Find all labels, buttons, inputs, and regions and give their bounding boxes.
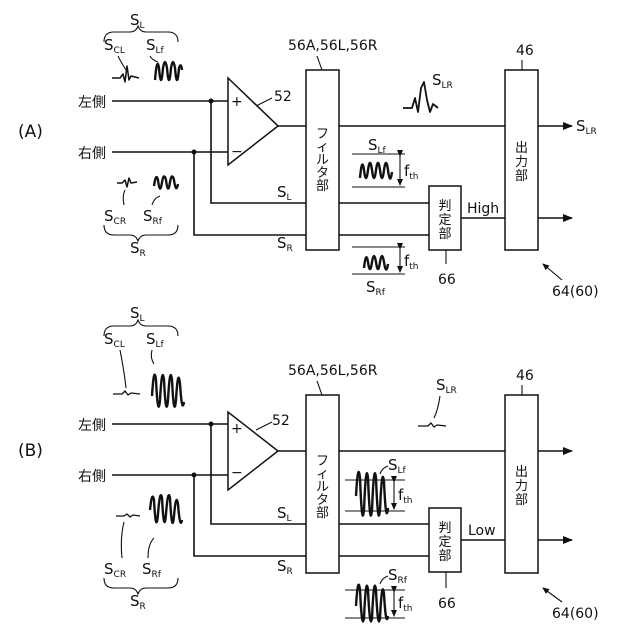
scr-label: SCR xyxy=(104,560,126,580)
filtered-rf-label: SRf xyxy=(366,278,386,298)
sl-wire-label: SL xyxy=(277,504,292,524)
scr-leader xyxy=(123,190,125,205)
panel-a: (A) 左側 右側 + − 52 56A,56L,56R フ ィ ル タ 部 xyxy=(18,11,599,300)
judgment-unit-label-char: 判 xyxy=(438,199,451,214)
judgment-unit-label-char: 定 xyxy=(438,535,451,550)
sr-group-label: SR xyxy=(130,592,146,612)
plus-sign: + xyxy=(231,421,243,437)
sr-wire-label: SR xyxy=(277,234,293,254)
slf-label: SLf xyxy=(146,330,165,350)
panel-label: (A) xyxy=(18,122,43,142)
slf-oscillation-waveform xyxy=(152,375,184,407)
filtered-rf-label: SRf xyxy=(388,566,408,586)
output-unit-label-char: 力 xyxy=(515,155,528,170)
judgment-unit-label-char: 部 xyxy=(438,549,451,564)
scr-spike-waveform xyxy=(116,514,140,517)
slr-label: SLR xyxy=(432,71,453,91)
srf-leader xyxy=(152,196,160,205)
output-unit-label-char: 出 xyxy=(515,465,528,480)
srf-label: SRf xyxy=(142,560,162,580)
system-ref-arrow xyxy=(543,588,562,602)
filtered-lf-leader xyxy=(380,466,388,474)
sr-wire-label: SR xyxy=(277,557,293,577)
filter-unit-label-char: 部 xyxy=(316,506,329,521)
amp-ref: 52 xyxy=(274,89,292,105)
amp-ref: 52 xyxy=(272,413,290,429)
srf-oscillation-waveform xyxy=(154,176,178,188)
right-input-label: 右側 xyxy=(78,146,106,162)
slf-leader xyxy=(150,56,158,62)
right-input-label: 右側 xyxy=(78,469,106,485)
output-unit-label-char: 出 xyxy=(515,141,528,156)
output-unit-label-char: 部 xyxy=(515,493,528,508)
panel-b: (B) 左側 右側 + − 52 56A,56L,56R フ ィ ル タ 部 判… xyxy=(18,304,599,622)
scl-spike-waveform xyxy=(113,391,140,395)
judge-output-level: Low xyxy=(468,523,496,539)
scr-spike-waveform xyxy=(117,178,137,187)
scl-leader xyxy=(120,350,126,388)
output-unit-label-char: 部 xyxy=(515,169,528,184)
scl-label: SCL xyxy=(104,36,125,56)
fth-label-2: fth xyxy=(404,252,419,272)
filtered-lf-label: SLf xyxy=(368,136,387,156)
system-ref: 64(60) xyxy=(552,284,599,300)
minus-sign: − xyxy=(231,465,243,481)
filter-ref: 56A,56L,56R xyxy=(288,363,378,379)
system-ref: 64(60) xyxy=(552,606,599,622)
judgment-unit-label-char: 部 xyxy=(438,227,451,242)
amp-ref-leader xyxy=(256,422,272,430)
scl-leader xyxy=(118,56,126,70)
output-ref: 46 xyxy=(516,368,534,384)
filter-ref-leader xyxy=(317,381,322,395)
filter-unit-label-char: 部 xyxy=(316,179,329,194)
left-input-label: 左側 xyxy=(78,95,106,111)
system-ref-arrow xyxy=(543,264,562,280)
slf-leader xyxy=(151,350,154,364)
judge-ref: 66 xyxy=(438,272,456,288)
fth-label-2: fth xyxy=(398,594,413,614)
judgment-unit-label-char: 判 xyxy=(438,521,451,536)
slf-label: SLf xyxy=(146,36,165,56)
lf-filtered-waveform xyxy=(360,163,392,179)
lf-filtered-waveform xyxy=(356,472,388,516)
left-input-label: 左側 xyxy=(78,418,106,434)
panel-label: (B) xyxy=(18,441,43,461)
filtered-rf-leader xyxy=(380,576,388,584)
minus-sign: − xyxy=(231,144,243,160)
sr-group-brace xyxy=(104,578,178,594)
srf-label: SRf xyxy=(143,207,163,227)
fth-label-1: fth xyxy=(398,486,413,506)
fth-label-1: fth xyxy=(404,162,419,182)
slr-label: SLR xyxy=(436,376,457,396)
judge-output-level: High xyxy=(467,201,499,217)
slr-leader xyxy=(434,396,440,418)
sr-group-label: SR xyxy=(130,239,146,259)
filter-ref-leader xyxy=(317,56,322,70)
filtered-lf-label: SLf xyxy=(388,456,407,476)
srf-oscillation-waveform xyxy=(150,495,182,523)
slf-oscillation-waveform xyxy=(155,62,182,80)
sl-wire-label: SL xyxy=(277,183,292,203)
rf-filtered-waveform xyxy=(364,256,388,270)
scl-label: SCL xyxy=(104,330,125,350)
plus-sign: + xyxy=(231,94,243,110)
amp-ref-leader xyxy=(256,98,272,106)
slr-flat-waveform xyxy=(418,423,446,427)
output-signal-label: SLR xyxy=(576,117,597,137)
srf-leader xyxy=(148,538,154,558)
filter-ref: 56A,56L,56R xyxy=(288,38,378,54)
output-ref: 46 xyxy=(516,43,534,59)
scr-label: SCR xyxy=(104,207,126,227)
sr-group-brace xyxy=(104,225,178,241)
judgment-unit-label-char: 定 xyxy=(438,213,451,228)
scr-leader xyxy=(121,522,124,558)
output-unit-label-char: 力 xyxy=(515,479,528,494)
judge-ref: 66 xyxy=(438,596,456,612)
